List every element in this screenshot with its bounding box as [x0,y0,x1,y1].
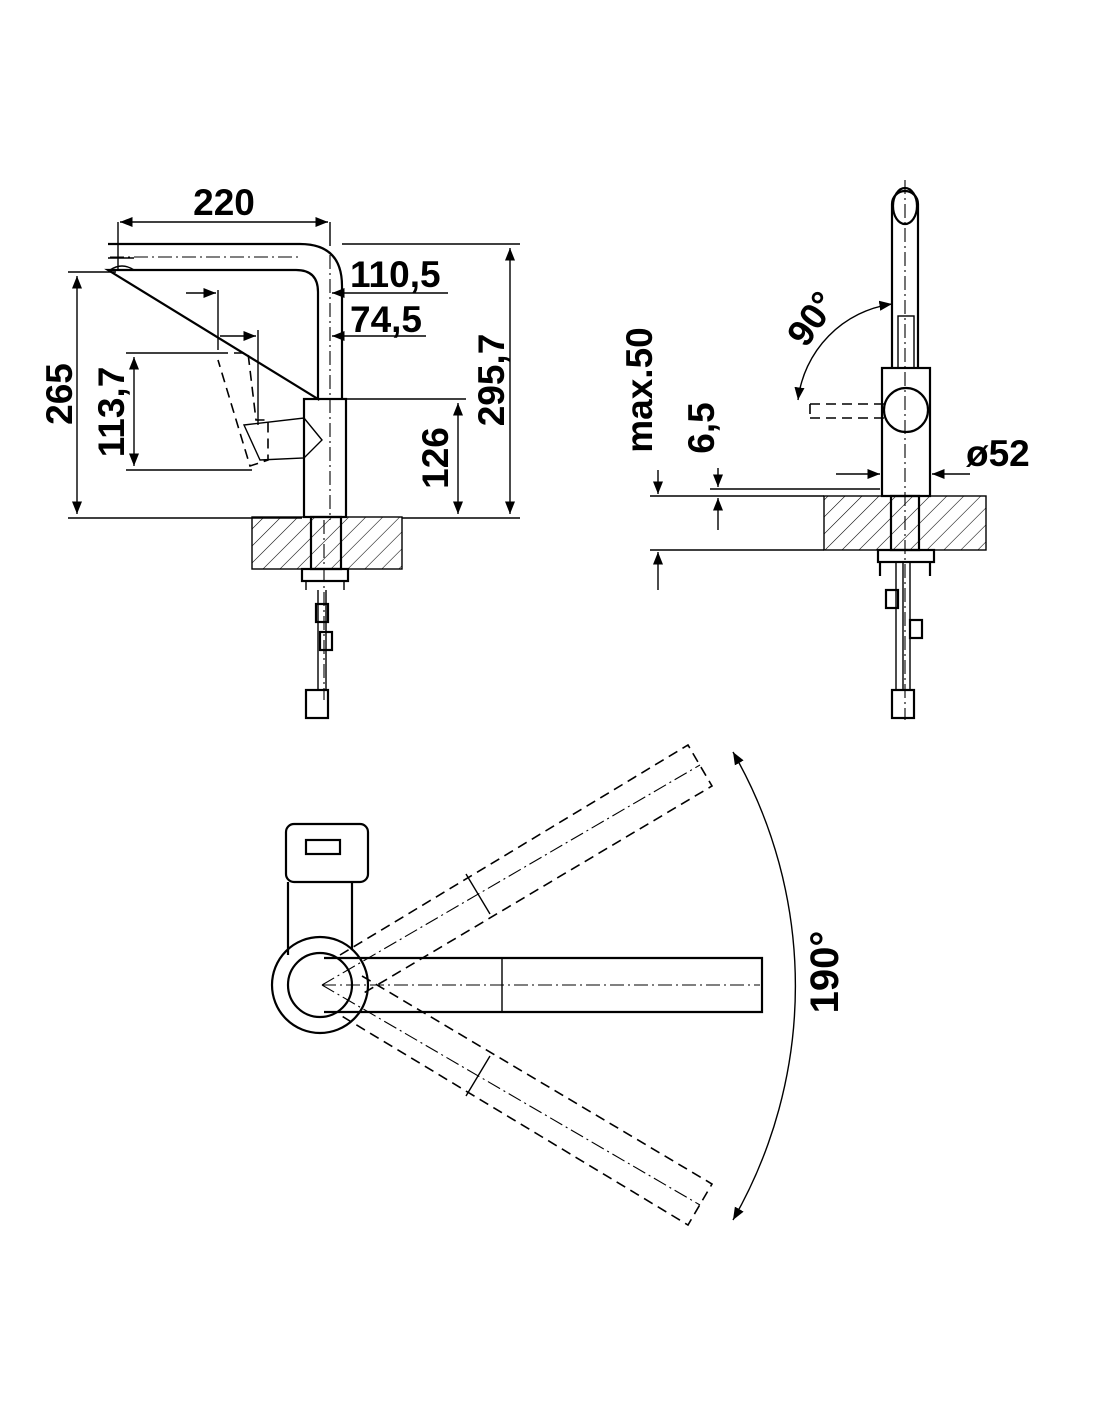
hose-weight-left [314,602,330,624]
top-spout-upper [339,743,714,995]
lever-handle [242,417,323,461]
spout-tip-curve [109,265,135,271]
dim-total-height: 295,7 [342,243,520,519]
dim-lever-height: 113,7 [91,352,252,471]
hose-weight-right [318,630,334,652]
dim-lever-height-label: 113,7 [91,367,132,458]
hose-connector [304,688,330,720]
top-lever-slot [304,838,342,856]
dim-base-diameter-label: ø52 [966,433,1030,474]
dim-min-worktop-label: 6,5 [681,402,722,453]
top-lever-block [284,822,370,884]
dim-spout-reach: 220 [117,182,331,270]
nut-studs [305,581,345,590]
dim-lever-to-axis: 74,5 [220,299,426,425]
top-base-outer [270,935,370,1035]
tap-body [302,397,348,519]
dim-worktop-thickness: max.50 6,5 [619,327,880,590]
front-nut [876,548,936,564]
spout [104,242,344,401]
front-lever-disc [882,386,930,434]
top-body-neck [286,882,354,955]
dim-total-height-label: 295,7 [471,334,512,427]
side-view: 220 110,5 74,5 265 113,7 [39,182,520,720]
top-spout-lower [339,975,714,1227]
front-hose [895,562,911,690]
supply-hose [317,590,327,690]
dim-body-height-label: 126 [415,427,456,489]
top-base-inner [286,951,354,1019]
mounting-nut [300,567,350,583]
front-studs [878,562,932,576]
top-spout [324,956,764,1014]
dim-reach-to-axis-label: 110,5 [350,254,441,295]
dim-base-diameter: ø52 [836,433,1030,480]
dim-max-worktop-label: max.50 [619,327,660,453]
front-spout-inner [897,315,915,369]
front-hose-connector [890,688,916,720]
dim-spout-height: 265 [39,271,302,519]
dim-lever-angle: 90° [779,284,893,401]
dim-spout-reach-label: 220 [193,182,255,223]
dim-body-height: 126 [346,398,466,514]
top-spout-lower-axis [321,984,701,1206]
dim-swivel-angle-label: 190° [803,931,847,1014]
front-hose-weight-b [908,618,924,640]
lever-outline [217,352,269,468]
top-view: 190° [270,743,847,1227]
front-hose-weight-a [884,588,900,610]
dim-lever-to-axis-label: 74,5 [350,299,422,340]
dim-lever-angle-label: 90° [779,284,845,353]
dim-spout-height-label: 265 [39,363,80,425]
worktop-section-left [251,516,403,570]
top-spout-upper-axis [321,764,701,986]
dim-reach-to-axis: 110,5 [186,254,448,350]
front-lever-dashed [809,403,884,419]
front-view: 90° ø52 max.50 6,5 [619,180,1030,720]
dim-swivel-angle: 190° [732,751,847,1221]
